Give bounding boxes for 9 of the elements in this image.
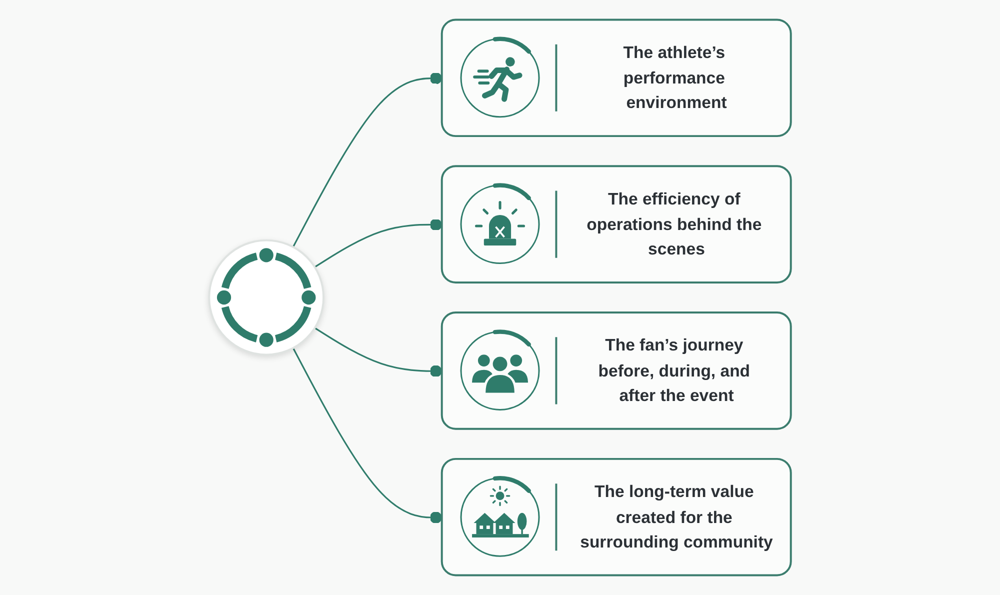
connector (292, 348, 442, 524)
node-circle (208, 239, 325, 356)
node-box: The athlete’s performance environment (440, 18, 792, 138)
connector (314, 327, 442, 378)
node-box: The efficiency of operations behind the scenes (440, 165, 792, 284)
node-box: The fan’s journey before, during, and after the event (440, 312, 792, 430)
connector (292, 72, 442, 248)
node-box: The long-term value created for the surrounding community (440, 458, 792, 576)
connector (314, 218, 442, 268)
